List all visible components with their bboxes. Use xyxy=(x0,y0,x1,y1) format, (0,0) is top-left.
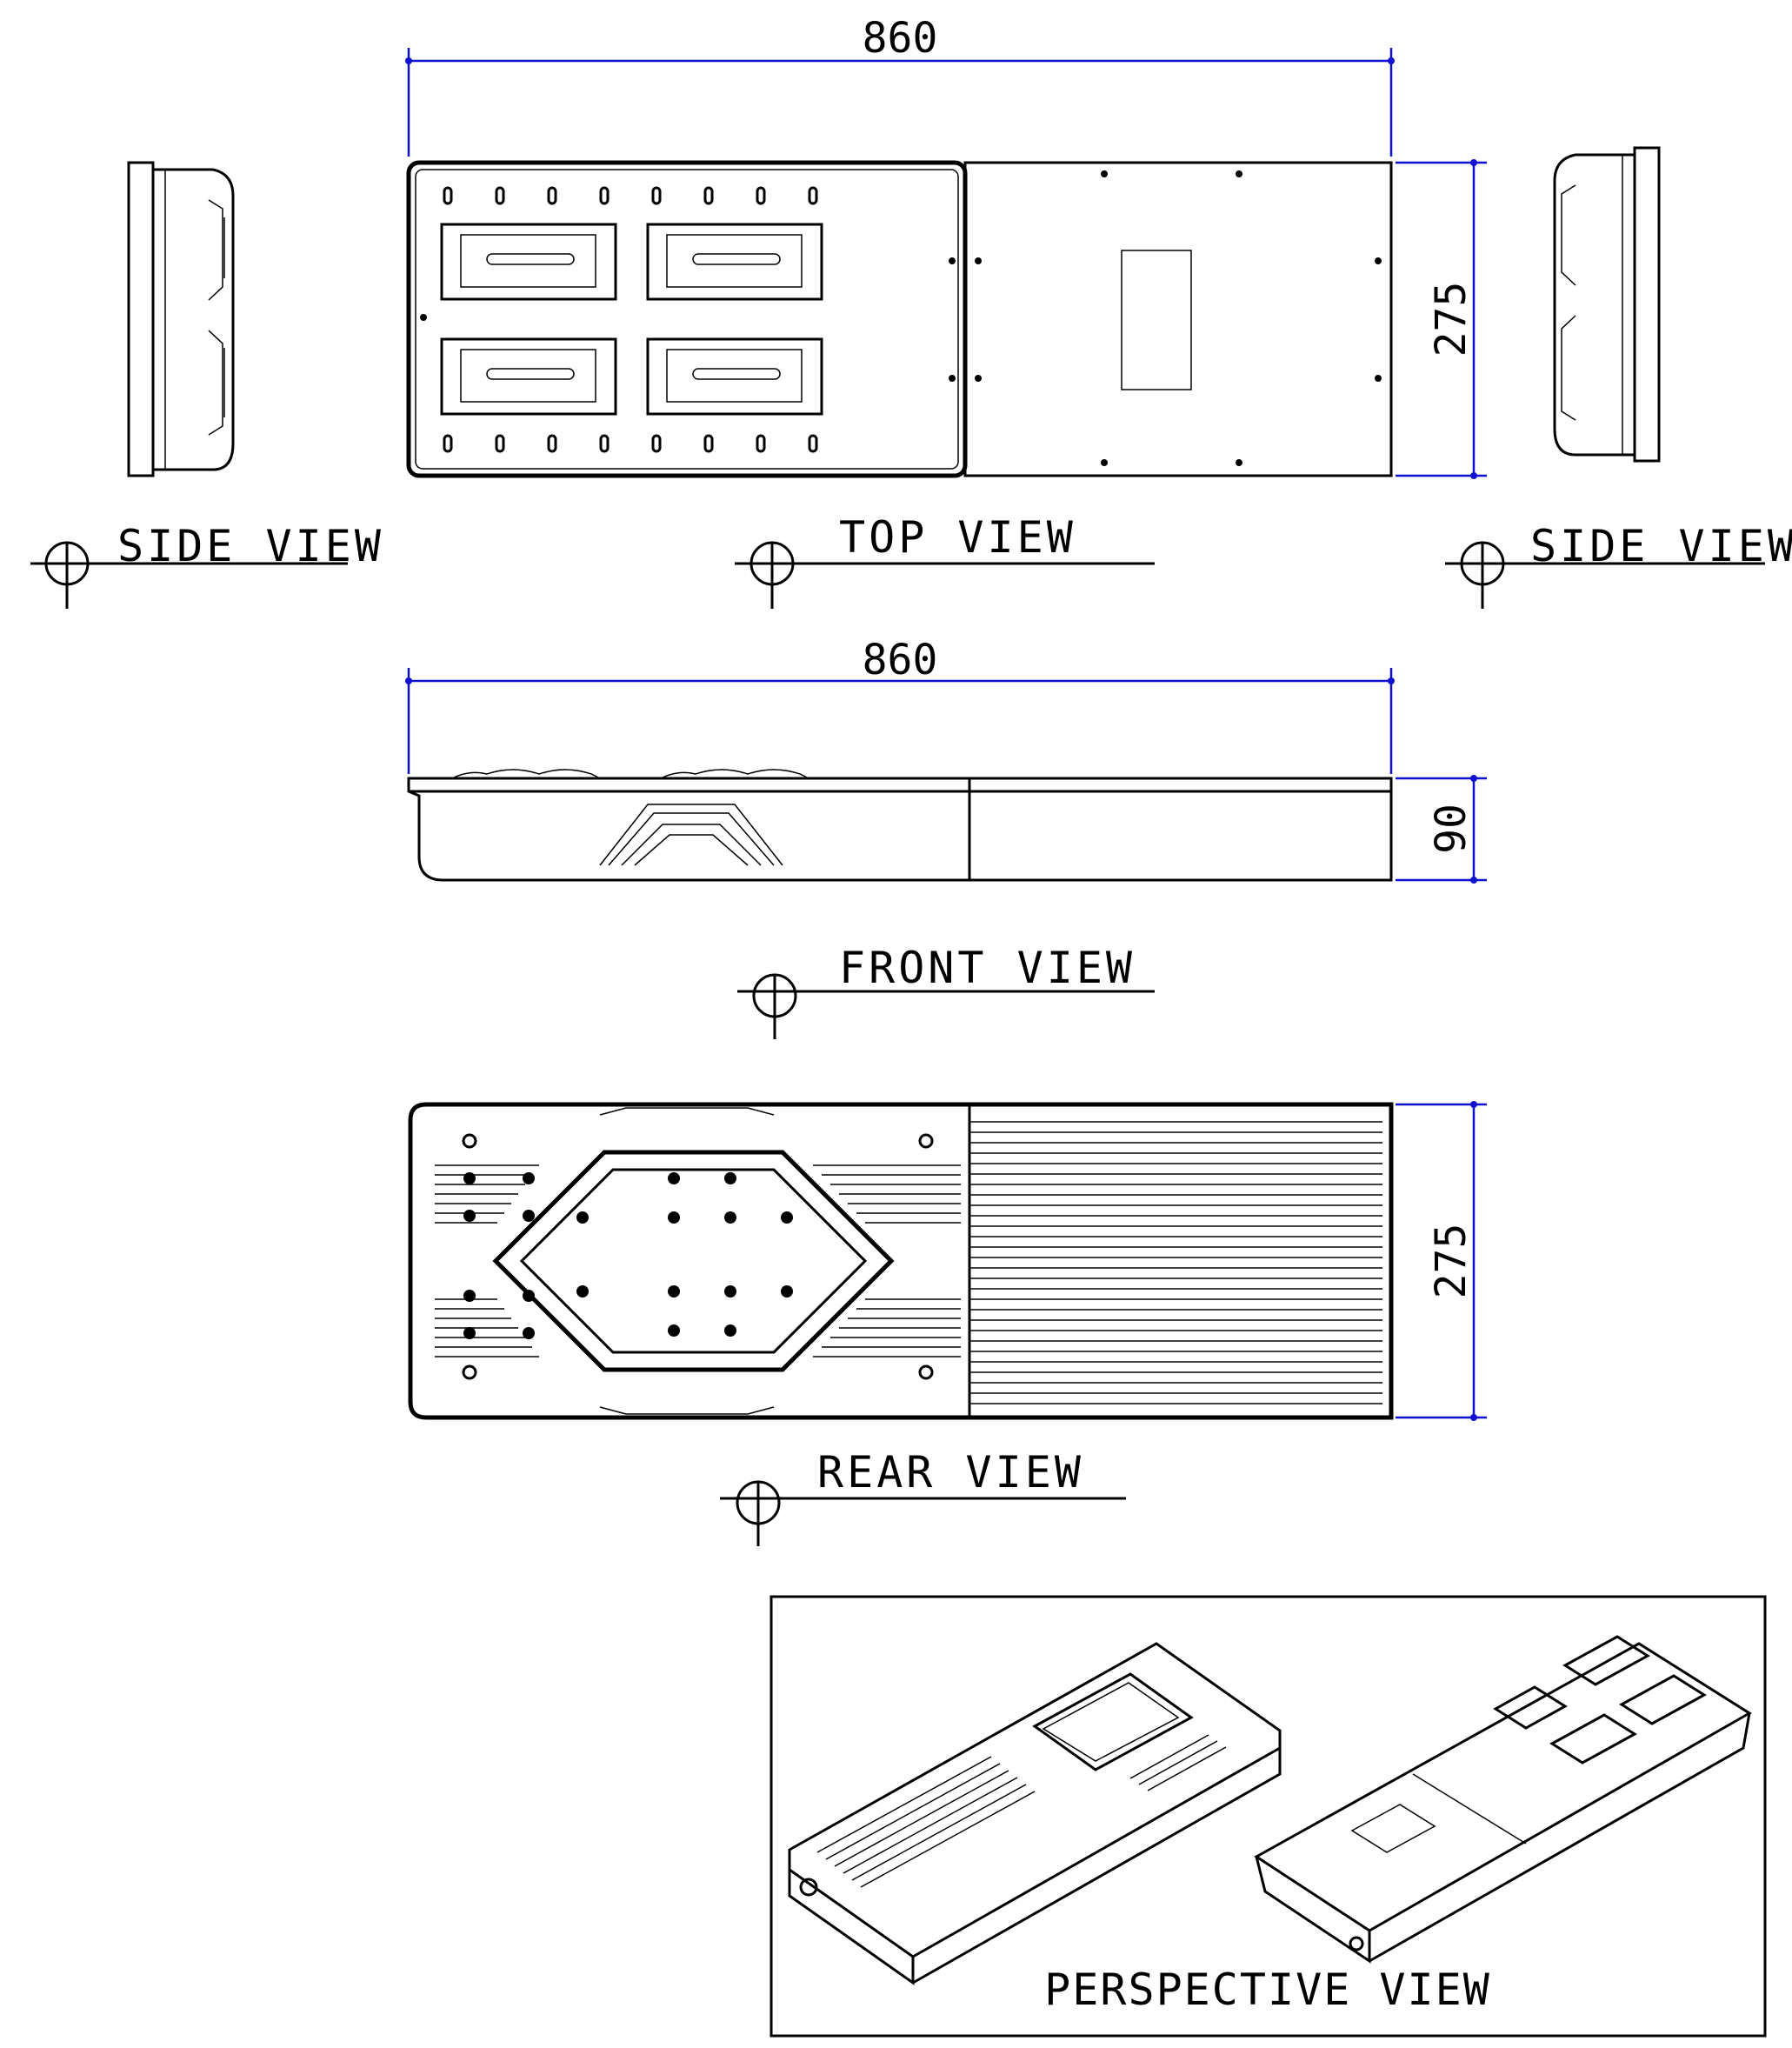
slot-hole xyxy=(651,186,662,205)
front-length-dimension: 860 xyxy=(405,636,1395,774)
screw-hole xyxy=(463,1327,476,1339)
slot-hole xyxy=(756,434,766,453)
slot-hole xyxy=(756,186,766,205)
slot-hole xyxy=(703,186,714,205)
top-view: 860 275 xyxy=(405,14,1487,479)
top-view-text: TOP VIEW xyxy=(839,512,1076,563)
slot-hole xyxy=(547,186,557,205)
led-module xyxy=(440,337,617,416)
screw-hole xyxy=(576,1211,589,1224)
screw-hole xyxy=(523,1290,535,1302)
screw-hole xyxy=(724,1172,736,1184)
screw-hole xyxy=(668,1285,680,1298)
top-width-value: 275 xyxy=(1427,282,1476,357)
cooling-fins xyxy=(435,1121,1382,1404)
screw-hole xyxy=(462,1364,477,1380)
screw-hole xyxy=(724,1211,736,1224)
screw-hole xyxy=(724,1324,736,1337)
slot-hole xyxy=(599,434,610,453)
side-view-left-text: SIDE VIEW xyxy=(117,521,384,571)
slot-hole xyxy=(547,434,557,453)
front-height-value: 90 xyxy=(1427,804,1476,854)
led-module xyxy=(440,223,617,301)
screw-hole xyxy=(918,1364,934,1380)
top-view-label: TOP VIEW xyxy=(735,512,1155,609)
perspective-view-text: PERSPECTIVE VIEW xyxy=(1044,1965,1491,2015)
rear-view-label: REAR VIEW xyxy=(720,1447,1126,1546)
side-view-right-text: SIDE VIEW xyxy=(1530,521,1792,571)
slot-hole xyxy=(703,434,714,453)
front-height-dimension: 90 xyxy=(1396,775,1487,884)
front-length-value: 860 xyxy=(863,636,938,684)
slot-hole xyxy=(808,434,818,453)
front-view-label: FRONT VIEW xyxy=(737,943,1155,1039)
screw-hole xyxy=(576,1285,589,1298)
front-view: 860 90 xyxy=(405,636,1487,884)
screw-hole xyxy=(668,1324,680,1337)
side-view-right-label: SIDE VIEW xyxy=(1445,521,1792,609)
screw-hole xyxy=(523,1210,535,1222)
screw-hole xyxy=(668,1211,680,1224)
side-view-right xyxy=(1553,146,1661,463)
slot-hole xyxy=(808,186,818,205)
led-module xyxy=(646,337,823,416)
top-width-dimension: 275 xyxy=(1396,159,1487,479)
screw-hole xyxy=(463,1172,476,1184)
side-view-left-label: SIDE VIEW xyxy=(30,521,384,609)
perspective-view: PERSPECTIVE VIEW xyxy=(769,1595,1767,2038)
slot-hole xyxy=(443,434,453,453)
slot-hole xyxy=(599,186,610,205)
side-view-left xyxy=(127,161,235,477)
rear-view: 275 xyxy=(408,1101,1487,1421)
screw-hole xyxy=(668,1172,680,1184)
rear-width-value: 275 xyxy=(1427,1224,1476,1299)
rear-view-text: REAR VIEW xyxy=(817,1447,1084,1498)
screw-hole xyxy=(918,1133,934,1149)
top-length-dimension: 860 xyxy=(405,14,1395,157)
screw-hole xyxy=(463,1210,476,1222)
top-length-value: 860 xyxy=(863,14,938,63)
front-view-text: FRONT VIEW xyxy=(839,943,1136,993)
screw-hole xyxy=(462,1133,477,1149)
perspective-unit-front xyxy=(1254,1635,1752,1964)
screw-hole xyxy=(781,1285,793,1298)
slot-hole xyxy=(443,186,453,205)
mounting-slots xyxy=(443,186,818,453)
screw-hole xyxy=(523,1172,535,1184)
screw-hole xyxy=(523,1327,535,1339)
slot-hole xyxy=(495,434,505,453)
led-module xyxy=(646,223,823,301)
screw-hole xyxy=(463,1290,476,1302)
rear-width-dimension: 275 xyxy=(1396,1101,1487,1421)
screw-holes xyxy=(420,170,1382,466)
slot-hole xyxy=(495,186,505,205)
screw-hole xyxy=(724,1285,736,1298)
slot-hole xyxy=(651,434,662,453)
screw-hole xyxy=(781,1211,793,1224)
perspective-unit-rear xyxy=(788,1642,1282,1985)
rear-screw-holes xyxy=(462,1133,934,1380)
